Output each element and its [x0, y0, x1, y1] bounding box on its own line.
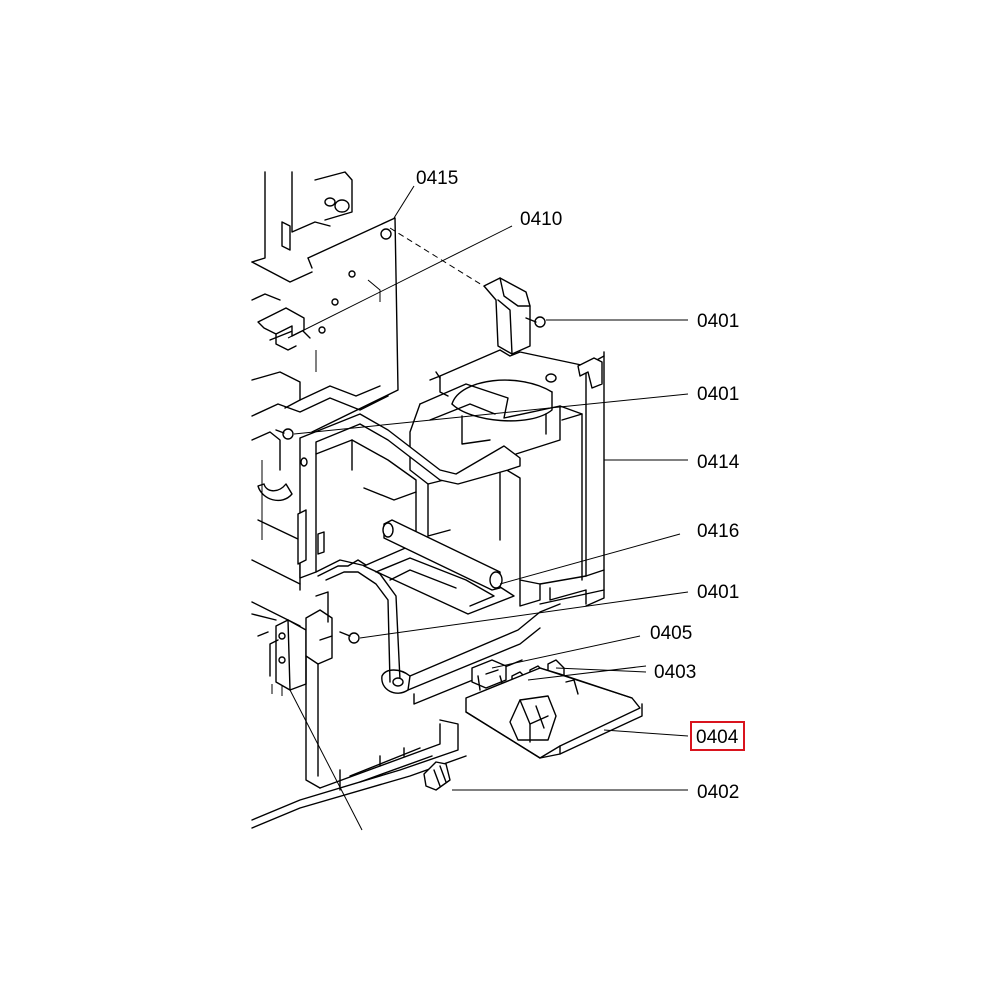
label-0403: 0403 — [654, 662, 696, 683]
screw-0401-top — [525, 316, 546, 328]
left-frame-assembly — [251, 171, 399, 591]
leader-lines — [287, 185, 689, 831]
label-0405: 0405 — [650, 623, 692, 644]
clip-0402 — [423, 761, 451, 791]
label-0410: 0410 — [520, 209, 562, 230]
tray-lever-0416 — [317, 519, 561, 705]
label-0402: 0402 — [697, 782, 739, 803]
label-0416: 0416 — [697, 521, 739, 542]
callout-labels: 0415 0410 0401 0401 0414 0416 0401 0405 … — [416, 168, 740, 803]
highlight-box-0404 — [690, 721, 745, 751]
side-bracket — [251, 591, 467, 829]
label-0404: 0404 — [696, 727, 739, 748]
screw-0401-middle — [275, 428, 294, 440]
label-0401-middle: 0401 — [697, 384, 739, 405]
label-0401-lower: 0401 — [697, 582, 739, 603]
screw-0401-lower — [339, 631, 360, 644]
assembly-line — [389, 227, 491, 291]
label-0414: 0414 — [697, 452, 740, 473]
label-0401-top: 0401 — [697, 311, 739, 332]
drip-tray-0404 — [465, 667, 643, 759]
main-housing-0414 — [297, 277, 605, 607]
label-0415: 0415 — [416, 168, 458, 189]
